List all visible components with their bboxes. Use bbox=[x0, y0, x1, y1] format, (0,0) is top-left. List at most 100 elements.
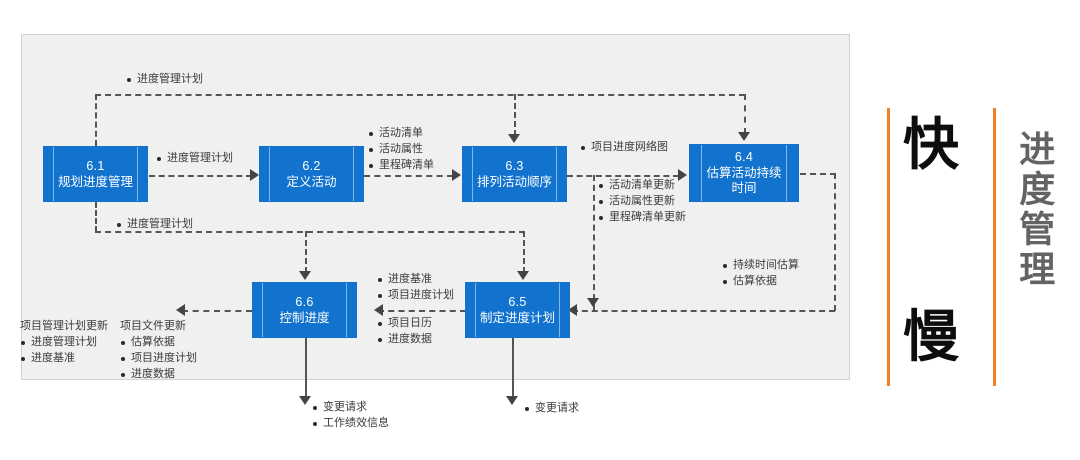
process-box-6-6[interactable]: 6.6 控制进度 bbox=[252, 282, 357, 338]
label-p62-to-p63: 活动清单 活动属性 里程碑清单 bbox=[368, 126, 434, 174]
connector-lower-to-p66 bbox=[305, 231, 307, 273]
accent-bar-right bbox=[993, 108, 996, 386]
connector-lower-to-p65 bbox=[523, 231, 525, 273]
label-item: 工作绩效信息 bbox=[312, 416, 389, 432]
brand-char-man: 慢 bbox=[903, 305, 959, 370]
label-item: 项目进度计划 bbox=[377, 288, 454, 304]
process-box-6-5[interactable]: 6.5 制定进度计划 bbox=[465, 282, 570, 338]
label-item: 进度数据 bbox=[377, 332, 432, 348]
label-p65-down: 变更请求 bbox=[524, 401, 579, 417]
label-item: 持续时间估算 bbox=[722, 258, 799, 274]
label-item: 项目日历 bbox=[377, 316, 432, 332]
connector-p65-p66 bbox=[378, 310, 466, 312]
label-p66-output-col-2: 项目文件更新 估算依据 项目进度计划 进度数据 bbox=[120, 319, 197, 383]
process-box-6-2-name: 定义活动 bbox=[286, 174, 337, 189]
label-p65-to-p66-above: 进度基准 项目进度计划 bbox=[377, 272, 454, 304]
connector-p61-up bbox=[95, 94, 97, 146]
label-item: 进度管理计划 bbox=[126, 72, 203, 88]
label-p66-down: 变更请求 工作绩效信息 bbox=[312, 400, 389, 432]
connector-p66-down bbox=[305, 338, 307, 400]
accent-bar-left bbox=[887, 108, 890, 386]
label-item: 项目进度网络图 bbox=[580, 140, 668, 156]
arrowhead-p62-in bbox=[250, 169, 259, 181]
arrowhead-p65-in-right bbox=[568, 304, 577, 316]
label-item: 活动属性更新 bbox=[598, 194, 686, 210]
label-col1-header: 项目管理计划更新 bbox=[20, 320, 108, 332]
connector-p64-to-p65 bbox=[572, 310, 835, 312]
arrowhead-p63-in bbox=[452, 169, 461, 181]
arrowhead-p64-in bbox=[678, 169, 687, 181]
process-box-6-1[interactable]: 6.1 规划进度管理 bbox=[43, 146, 148, 202]
label-p63-to-p64: 项目进度网络图 bbox=[580, 140, 668, 156]
process-box-6-3-number: 6.3 bbox=[505, 159, 524, 174]
label-item: 活动清单更新 bbox=[598, 178, 686, 194]
label-p65-to-p66-below: 项目日历 进度数据 bbox=[377, 316, 432, 348]
process-box-6-6-name: 控制进度 bbox=[279, 310, 330, 325]
label-item: 估算依据 bbox=[120, 335, 197, 351]
label-item: 进度基准 bbox=[20, 351, 108, 367]
label-p66-outputs: 项目管理计划更新 进度管理计划 进度基准 项目文件更新 估算依据 项目进度计划 … bbox=[20, 319, 197, 383]
connector-p63-p64 bbox=[567, 175, 679, 177]
label-p61-to-p66: 进度管理计划 bbox=[116, 217, 193, 233]
label-col2-header: 项目文件更新 bbox=[120, 320, 186, 332]
process-box-6-4[interactable]: 6.4 估算活动持续时间 bbox=[689, 144, 799, 202]
process-box-6-2-body: 6.2 定义活动 bbox=[269, 147, 354, 201]
arrowhead-p65-down bbox=[506, 396, 518, 405]
process-box-6-1-body: 6.1 规划进度管理 bbox=[53, 147, 138, 201]
connector-p64-down bbox=[834, 173, 836, 311]
label-item: 进度管理计划 bbox=[156, 151, 233, 167]
process-box-6-6-number: 6.6 bbox=[295, 295, 314, 310]
brand-char-kuai: 快 bbox=[903, 113, 959, 178]
process-box-6-5-name: 制定进度计划 bbox=[479, 310, 555, 325]
connector-top-to-p64 bbox=[744, 94, 746, 134]
connector-p62-p63 bbox=[364, 175, 453, 177]
process-box-6-3-name: 排列活动顺序 bbox=[476, 174, 552, 189]
process-box-6-1-name: 规划进度管理 bbox=[57, 174, 133, 189]
connector-p63-down-to-p65 bbox=[593, 175, 595, 310]
label-item: 估算依据 bbox=[722, 274, 799, 290]
process-box-6-3[interactable]: 6.3 排列活动顺序 bbox=[462, 146, 567, 202]
arrowhead-p63-down bbox=[587, 298, 599, 307]
label-p64-to-p65: 持续时间估算 估算依据 bbox=[722, 258, 799, 290]
label-item: 活动清单 bbox=[368, 126, 434, 142]
label-item: 进度管理计划 bbox=[116, 217, 193, 233]
label-item: 进度数据 bbox=[120, 367, 197, 383]
arrowhead-top-p64 bbox=[738, 132, 750, 141]
diagram-panel bbox=[21, 34, 850, 380]
label-item: 里程碑清单更新 bbox=[598, 210, 686, 226]
label-item: 进度管理计划 bbox=[20, 335, 108, 351]
arrowhead-p66-in-right bbox=[374, 304, 383, 316]
label-item: 项目进度计划 bbox=[120, 351, 197, 367]
process-box-6-5-body: 6.5 制定进度计划 bbox=[475, 283, 560, 337]
arrowhead-p66-top bbox=[299, 271, 311, 280]
label-p66-output-col-1: 项目管理计划更新 进度管理计划 进度基准 bbox=[20, 319, 108, 383]
connector-top-to-p63 bbox=[514, 94, 516, 136]
label-p61-to-p62: 进度管理计划 bbox=[156, 151, 233, 167]
arrowhead-top-p63 bbox=[508, 134, 520, 143]
connector-p61-down bbox=[95, 202, 97, 232]
arrowhead-p65-top bbox=[517, 271, 529, 280]
label-p63-to-p65: 活动清单更新 活动属性更新 里程碑清单更新 bbox=[598, 178, 686, 226]
banner-title-vertical: 进度管理 bbox=[1013, 130, 1055, 290]
process-box-6-1-number: 6.1 bbox=[86, 159, 105, 174]
label-item: 进度基准 bbox=[377, 272, 454, 288]
connector-top-rail bbox=[95, 94, 745, 96]
label-item: 变更请求 bbox=[524, 401, 579, 417]
label-item: 变更请求 bbox=[312, 400, 389, 416]
connector-p64-right bbox=[800, 173, 836, 175]
process-box-6-2-number: 6.2 bbox=[302, 159, 321, 174]
process-box-6-6-body: 6.6 控制进度 bbox=[262, 283, 347, 337]
process-box-6-2[interactable]: 6.2 定义活动 bbox=[259, 146, 364, 202]
connector-p65-down bbox=[512, 338, 514, 400]
process-box-6-5-number: 6.5 bbox=[508, 295, 527, 310]
label-item: 里程碑清单 bbox=[368, 158, 434, 174]
label-top-feedback: 进度管理计划 bbox=[126, 72, 203, 88]
process-box-6-4-number: 6.4 bbox=[734, 150, 754, 165]
process-box-6-4-name: 估算活动持续时间 bbox=[706, 165, 782, 195]
connector-p61-p62 bbox=[149, 175, 252, 177]
arrowhead-p66-out-left bbox=[176, 304, 185, 316]
label-item: 活动属性 bbox=[368, 142, 434, 158]
arrowhead-p66-down bbox=[299, 396, 311, 405]
process-box-6-4-body: 6.4 估算活动持续时间 bbox=[701, 145, 787, 201]
